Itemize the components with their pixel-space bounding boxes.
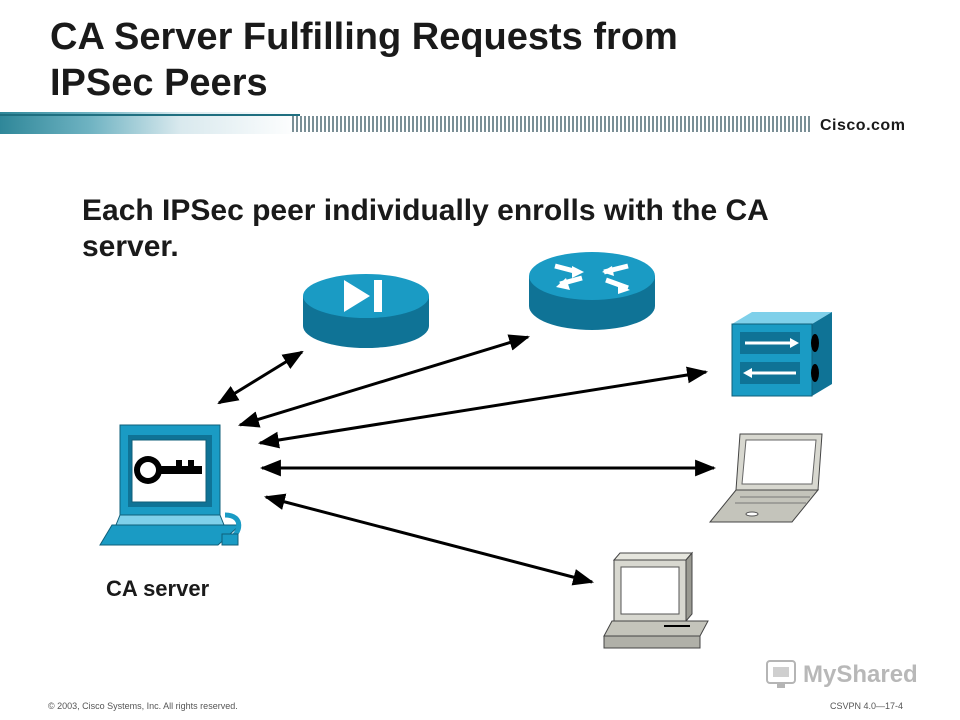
- desktop-pc-icon: [603, 551, 709, 649]
- vpn-concentrator-icon: [731, 312, 832, 397]
- header-banner: [0, 112, 810, 134]
- cisco-brand-logo: Cisco.com: [820, 117, 906, 134]
- title-line-2: IPSec Peers: [50, 62, 268, 104]
- title-line-1: CA Server Fulfilling Requests from: [50, 16, 678, 58]
- subtitle-line-1: Each IPSec peer individually enrolls wit…: [82, 194, 769, 227]
- arrow-to-vpn-concentrator: [257, 366, 709, 449]
- watermark-text: MyShared: [803, 661, 918, 688]
- slide-title: CA Server Fulfilling Requests from IPSec…: [50, 14, 850, 106]
- router-icon: [529, 252, 655, 330]
- arrow-to-pix-firewall: [217, 350, 304, 405]
- myshared-watermark: MyShared: [765, 655, 930, 691]
- subtitle-line-2: server.: [82, 230, 179, 263]
- pix-firewall-icon: [303, 274, 429, 348]
- slide-subtitle: Each IPSec peer individually enrolls wit…: [82, 193, 882, 265]
- ca-server-icon: [99, 424, 242, 546]
- ca-server-label: CA server: [106, 576, 210, 601]
- laptop-icon: [708, 433, 823, 523]
- course-code-footer: CSVPN 4.0—17-4: [830, 701, 904, 711]
- arrow-to-router: [237, 334, 531, 428]
- arrow-to-desktop-pc: [263, 493, 595, 586]
- copyright-footer: © 2003, Cisco Systems, Inc. All rights r…: [48, 701, 238, 711]
- myshared-logo-icon: MyShared: [766, 660, 918, 688]
